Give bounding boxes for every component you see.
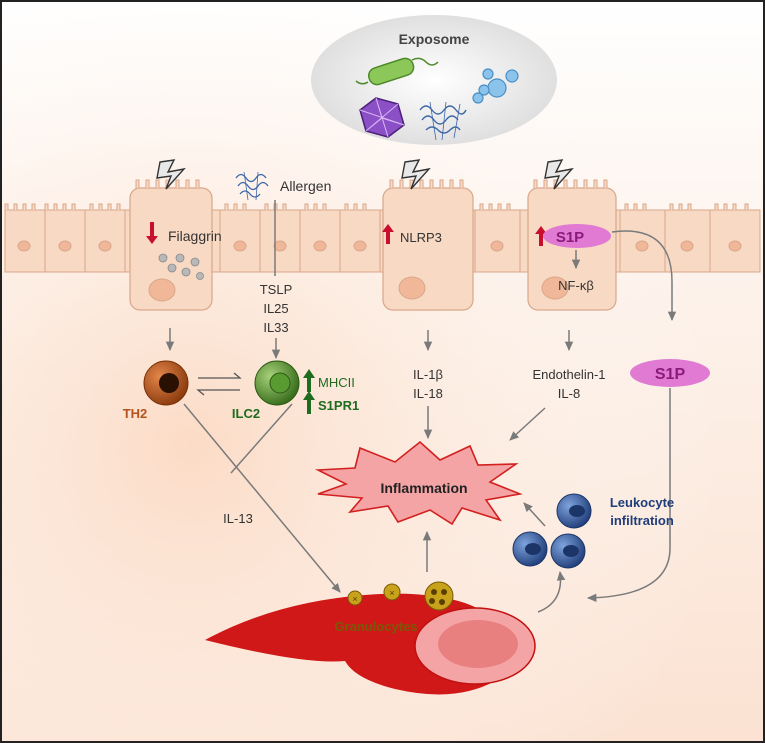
endothelin-label: Endothelin-1	[533, 367, 606, 382]
allergen-label: Allergen	[280, 178, 331, 194]
leukocyte-to-inflammation-arrow	[523, 502, 546, 527]
leukocyte-cluster	[512, 493, 592, 569]
ilc2-cell: ILC2	[232, 360, 300, 421]
il1b-label: IL-1β	[413, 367, 443, 382]
lightning-icon	[156, 159, 186, 190]
blood-vessel	[205, 593, 536, 695]
granulocyte-cells: × ×	[347, 581, 454, 611]
filaggrin-down-arrow-icon	[146, 222, 158, 244]
s1pr1-label: S1PR1	[318, 398, 359, 413]
bacterium-icon	[355, 57, 439, 86]
allergen-protein-icon	[235, 171, 269, 201]
th2-label: TH2	[123, 406, 148, 421]
leukocyte-label-1: Leukocyte	[610, 495, 674, 510]
s1p-top-label: S1P	[556, 229, 584, 246]
th2-ilc2-exchange-arrows	[196, 372, 242, 396]
il18-label: IL-18	[413, 386, 443, 401]
s1p-pill-mid: S1P	[630, 359, 710, 387]
s1p-up-arrow-icon	[535, 226, 547, 246]
s1p-mid-label: S1P	[655, 366, 686, 383]
il8-label: IL-8	[558, 386, 580, 401]
s1pr1-up-arrow-icon	[303, 391, 315, 414]
filaggrin-label: Filaggrin	[168, 228, 222, 244]
mhcii-up-arrow-icon	[303, 369, 315, 392]
tslp-label: TSLP	[260, 282, 293, 297]
cell-nlrp3	[382, 179, 474, 311]
s1p-to-leukocyte-arrow	[586, 388, 671, 602]
il33-label: IL33	[263, 320, 288, 335]
nlrp3-up-arrow-icon	[382, 224, 394, 244]
nfkb-label: NF-κβ	[558, 278, 594, 293]
il25-label: IL25	[263, 301, 288, 316]
cell-s1p	[527, 179, 617, 311]
inflammation-burst: Inflammation	[314, 440, 523, 526]
cell-filaggrin	[129, 179, 213, 311]
s1p-pill-top: S1P	[543, 224, 611, 248]
leukocyte-label-2: infiltration	[610, 513, 674, 528]
virus-icon	[359, 97, 405, 138]
il13-label: IL-13	[223, 511, 253, 526]
th2-to-granulocytes-arrow	[183, 403, 341, 593]
exposome-group: Exposome	[311, 15, 557, 145]
ilc2-to-il13-line	[230, 403, 293, 474]
exposome-label: Exposome	[399, 31, 470, 47]
s1p-export-arrow	[611, 230, 677, 322]
endothelin-to-inflammation-arrow	[509, 407, 546, 441]
protein-icon	[419, 101, 467, 141]
svg-text:×: ×	[389, 588, 394, 598]
nlrp3-label: NLRP3	[400, 230, 442, 245]
ilc2-label: ILC2	[232, 406, 260, 421]
bubbles-icon	[472, 68, 519, 104]
mhcii-label: MHCII	[318, 375, 355, 390]
granulocytes-label: Granulocytes	[334, 619, 417, 634]
lightning-icon	[401, 159, 431, 190]
inflammation-label: Inflammation	[380, 480, 467, 496]
lightning-icon	[544, 159, 574, 190]
svg-text:×: ×	[352, 594, 357, 604]
th2-cell: TH2	[123, 360, 189, 421]
vessel-to-leukocyte-arrow	[537, 570, 566, 613]
